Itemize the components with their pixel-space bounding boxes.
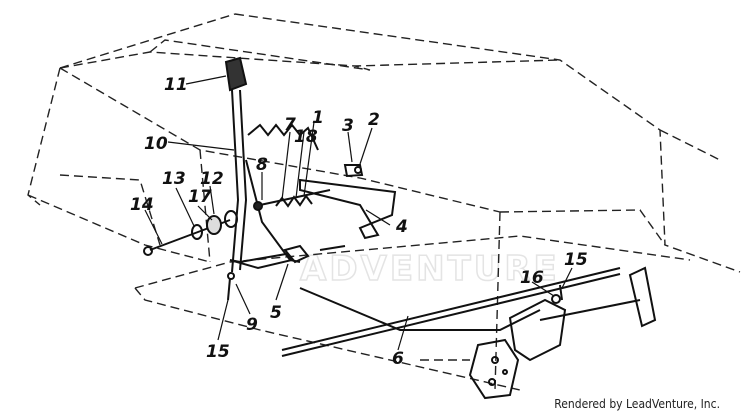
callout-17: 17: [188, 187, 212, 207]
callout-7: 7: [284, 115, 296, 135]
callout-1: 1: [312, 108, 324, 128]
render-credit: Rendered by LeadVenture, Inc.: [554, 397, 720, 411]
callout-5: 5: [270, 303, 282, 323]
callout-15-left: 15: [206, 342, 230, 362]
callout-6: 6: [392, 349, 404, 369]
chassis-outline: [27, 13, 741, 391]
leader-lines: [144, 75, 573, 351]
callout-10: 10: [144, 134, 168, 154]
callout-12: 12: [200, 169, 224, 189]
callout-15-right: 15: [564, 250, 588, 270]
callout-labels: 11 10 7 18 1 3 2 8 13 12 17 14 4 5 9 15 …: [130, 75, 588, 369]
callout-8: 8: [256, 155, 268, 175]
callout-18: 18: [294, 127, 318, 147]
watermark-text: ADVENTURE: [300, 249, 560, 289]
callout-11: 11: [164, 75, 188, 95]
callout-4: 4: [395, 217, 408, 237]
callout-3: 3: [342, 116, 354, 136]
callout-9: 9: [246, 315, 258, 335]
callout-2: 2: [368, 110, 380, 130]
callout-16: 16: [520, 268, 544, 288]
callout-14: 14: [130, 195, 154, 215]
callout-13: 13: [162, 169, 186, 189]
